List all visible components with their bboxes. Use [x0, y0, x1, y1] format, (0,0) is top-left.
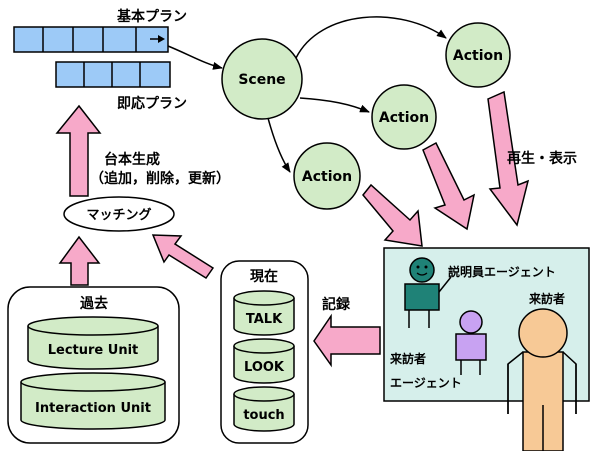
scene-to-action-top-edge [295, 16, 447, 59]
playback-arrow-top [487, 90, 530, 227]
matching-label: マッチング [86, 207, 151, 223]
action-mid-label: Action [379, 110, 429, 126]
lecture-unit-db: Lecture Unit [27, 316, 159, 370]
playback-label: 再生・表示 [507, 150, 577, 167]
present-title: 現在 [250, 268, 278, 285]
lecture-unit-label: Lecture Unit [48, 343, 139, 358]
basic-plan-label: 基本プラン [117, 8, 187, 25]
plan-to-scene-arrow [167, 45, 223, 70]
scene-label: Scene [238, 72, 285, 88]
scene-to-action-mid-edge [299, 97, 370, 113]
matching-to-plan-arrow [55, 104, 102, 197]
explainer-agent-label: 説明員エージェント [448, 264, 556, 279]
script-generation-label: 台本生成 [104, 151, 160, 168]
reactive-plan-label: 即応プラン [117, 95, 187, 112]
look-db: LOOK [233, 338, 295, 384]
present-to-matching-arrow [151, 234, 215, 280]
action-node-low: Action [293, 142, 361, 210]
record-arrow [313, 313, 381, 368]
talk-db: TALK [233, 290, 295, 336]
visitor-label: 来訪者 [528, 291, 565, 306]
basic-plan-output-arrow [150, 35, 165, 43]
reactive-plan-queue [55, 61, 171, 88]
talk-label: TALK [246, 312, 283, 327]
visitor-figure [507, 308, 577, 452]
script-generation-sub-label: （追加，削除，更新） [90, 170, 230, 187]
action-low-label: Action [302, 169, 352, 185]
visitor-agent-figure [455, 310, 487, 375]
action-top-label: Action [453, 48, 503, 64]
action-node-mid: Action [371, 84, 437, 150]
touch-db: touch [233, 386, 295, 432]
action-node-top: Action [445, 22, 511, 88]
playback-arrow-low [362, 183, 423, 247]
matching-node: マッチング [63, 196, 175, 232]
touch-label: touch [243, 408, 284, 423]
playback-arrow-mid [422, 141, 476, 231]
look-label: LOOK [244, 360, 285, 375]
scene-to-action-low-edge [267, 117, 291, 173]
record-label: 記録 [322, 296, 351, 313]
scene-node: Scene [221, 38, 303, 120]
visitor-agent-label-line1: 来訪者 [389, 351, 426, 366]
interaction-unit-label: Interaction Unit [35, 401, 151, 416]
visitor-agent-label-line2: エージェント [390, 376, 462, 390]
interaction-unit-db: Interaction Unit [20, 372, 166, 430]
past-to-matching-arrow [58, 235, 101, 286]
past-title: 過去 [79, 295, 108, 312]
explainer-agent-figure [404, 257, 452, 328]
basic-plan-queue [13, 26, 169, 53]
